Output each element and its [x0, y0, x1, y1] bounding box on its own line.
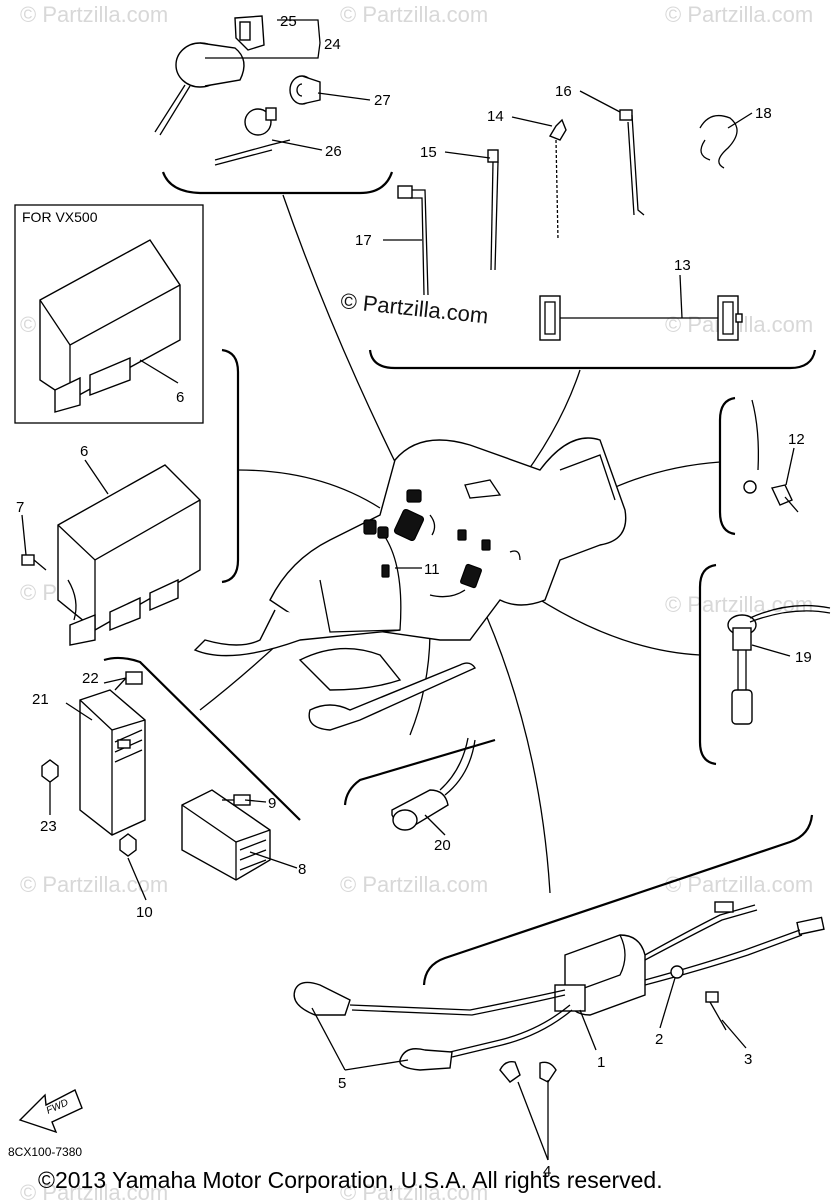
inset-box: FOR VX500	[14, 204, 204, 424]
callout-25: 25	[280, 13, 297, 30]
callout-27: 27	[374, 92, 391, 109]
watermark: © Partzilla.com	[665, 2, 813, 27]
fwd-arrow: FWD	[18, 1089, 83, 1134]
callout-8: 8	[298, 861, 306, 878]
battery-strap	[539, 295, 743, 341]
callout-9: 9	[268, 795, 276, 812]
watermark: © Partzilla.com	[665, 592, 813, 617]
watermark: © Partzilla.com	[20, 2, 168, 27]
callout-16: 16	[555, 83, 572, 100]
callout-2: 2	[655, 1031, 663, 1048]
callout-labels: 1 2 3 4 5 6 6 7 8 9 10 11 12 13 14 15 16…	[16, 13, 812, 1180]
temp-sensor	[727, 604, 831, 725]
callout-18: 18	[755, 105, 772, 122]
ignition-coil	[293, 901, 825, 1083]
watermark: © Partzilla.com	[20, 872, 168, 897]
capacitor	[391, 737, 476, 831]
cdi-unit	[57, 464, 201, 646]
ground-lead	[743, 399, 799, 513]
rectifier-regulator	[41, 671, 146, 836]
callout-11: 11	[424, 561, 440, 578]
group-brackets	[103, 171, 817, 986]
callout-10: 10	[136, 904, 153, 921]
callout-20: 20	[434, 837, 451, 854]
callout-15: 15	[420, 144, 437, 161]
callout-17: 17	[355, 232, 372, 249]
callout-14: 14	[487, 108, 504, 125]
callout-21: 21	[32, 691, 49, 708]
watermark: © Partzilla.com	[340, 2, 488, 27]
rectifier	[119, 789, 271, 881]
callout-12: 12	[788, 431, 805, 448]
bolt-7	[21, 554, 47, 571]
callout-6: 6	[80, 443, 88, 460]
watermark: © Partzilla.com	[20, 1180, 168, 1200]
callout-leaders	[21, 19, 795, 1161]
watermark: © Partzilla.com	[340, 1180, 488, 1200]
group-leader-lines	[199, 194, 721, 894]
callout-24: 24	[324, 36, 341, 53]
callout-22: 22	[82, 670, 99, 687]
callout-7: 7	[16, 499, 24, 516]
copyright-notice: ©2013 Yamaha Motor Corporation, U.S.A. A…	[38, 1167, 663, 1193]
callout-19: 19	[795, 649, 812, 666]
inset-label: FOR VX500	[22, 209, 98, 225]
watermark-main: © Partzilla.com	[339, 288, 489, 328]
switch-assembly	[214, 107, 291, 166]
machine-body	[193, 437, 627, 731]
callout-13: 13	[674, 257, 691, 274]
callout-23: 23	[40, 818, 57, 835]
callout-3: 3	[744, 1051, 752, 1068]
callout-5: 5	[338, 1075, 346, 1092]
watermark: © Partzilla.com	[340, 872, 488, 897]
wire-ties	[397, 109, 738, 296]
callout-4: 4	[543, 1163, 551, 1180]
callout-26: 26	[325, 143, 342, 160]
callout-6-inset: 6	[176, 389, 184, 406]
callout-1: 1	[597, 1054, 605, 1071]
diagram-code: 8CX100-7380	[8, 1145, 82, 1159]
main-switch	[154, 15, 265, 136]
knob-nut	[289, 75, 321, 105]
